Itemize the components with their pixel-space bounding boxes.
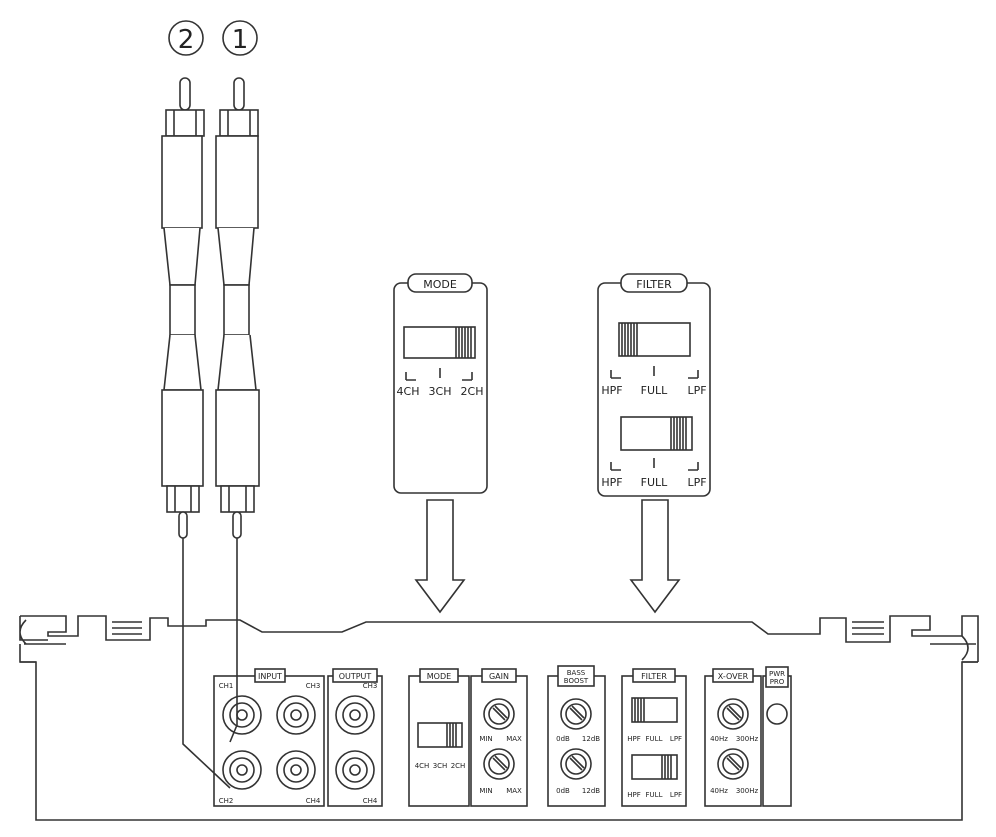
xover-min-upper: 40Hz xyxy=(710,735,728,743)
filter-panel-slider-upper xyxy=(631,697,678,723)
filter-panel-lpf-lower: LPF xyxy=(670,791,682,799)
bass-boost-min-upper: 0dB xyxy=(556,735,570,743)
bass-boost-knob-lower xyxy=(560,748,592,780)
xover-max-upper: 300Hz xyxy=(736,735,759,743)
filter-slider-lower xyxy=(620,416,693,451)
mode-section: MODE 4CH 3CH 2CH xyxy=(408,668,470,807)
bass-boost-knob-upper xyxy=(560,698,592,730)
mode-panel-pos-2ch: 2CH xyxy=(451,762,466,770)
gain-label: GAIN xyxy=(489,672,509,681)
xover-section: X-OVER 40Hz 300Hz 40Hz 300Hz xyxy=(704,668,762,807)
bass-boost-label-1: BASS xyxy=(567,669,586,677)
callout-1-label: 1 xyxy=(232,25,249,55)
callout-circle-2 xyxy=(168,20,204,56)
filter-detail-pos-hpf-2: HPF xyxy=(601,476,622,489)
xover-knob-lower xyxy=(717,748,749,780)
mode-detail-pos-3ch: 3CH xyxy=(429,385,452,398)
input-ch4-label: CH4 xyxy=(306,797,321,805)
filter-panel-lpf-upper: LPF xyxy=(670,735,682,743)
mode-detail-title-box xyxy=(407,273,473,293)
filter-detail-title-box xyxy=(620,273,688,293)
input-jack-ch1 xyxy=(222,695,262,735)
filter-panel-full-lower: FULL xyxy=(646,791,663,799)
mode-detail-pos-4ch: 4CH xyxy=(397,385,420,398)
rca-plug-2: 2 xyxy=(161,20,205,539)
input-jack-ch3 xyxy=(276,695,316,735)
pwr-pro-section: PWR PRO xyxy=(762,666,792,807)
filter-detail-pos-hpf: HPF xyxy=(601,384,622,397)
gain-knob-lower xyxy=(483,748,515,780)
pwr-pro-led-icon xyxy=(766,703,788,725)
gain-min-lower: MIN xyxy=(479,787,492,795)
filter-panel-hpf-lower: HPF xyxy=(627,791,641,799)
amplifier-body xyxy=(19,615,979,821)
wire-plug-1 xyxy=(229,538,238,743)
mode-panel-pos-4ch: 4CH xyxy=(415,762,430,770)
mode-slider xyxy=(403,326,476,359)
pwr-pro-label-1: PWR xyxy=(769,670,785,678)
pwr-pro-label-2: PRO xyxy=(770,678,785,686)
input-jack-ch2 xyxy=(222,750,262,790)
filter-label: FILTER xyxy=(641,672,667,681)
bass-boost-label-2: BOOST xyxy=(564,677,589,685)
filter-detail-pos-lpf: LPF xyxy=(687,384,706,397)
callout-circle-1 xyxy=(222,20,258,56)
mode-panel-slider xyxy=(417,722,463,748)
mode-switch-detail: MODE 4CH 3CH 2CH xyxy=(393,273,488,614)
mode-detail-title: MODE xyxy=(423,278,457,291)
input-ch1-label: CH1 xyxy=(219,682,234,690)
filter-detail-pos-full-2: FULL xyxy=(641,476,669,489)
bass-boost-max-upper: 12dB xyxy=(582,735,600,743)
wire-plug-2 xyxy=(182,538,231,789)
output-label: OUTPUT xyxy=(339,672,372,681)
gain-knob-upper xyxy=(483,698,515,730)
gain-max-upper: MAX xyxy=(506,735,522,743)
filter-detail-pos-lpf-2: LPF xyxy=(687,476,706,489)
gain-max-lower: MAX xyxy=(506,787,522,795)
bass-boost-min-lower: 0dB xyxy=(556,787,570,795)
filter-section: FILTER HPF FULL LPF HPF FULL LPF xyxy=(621,668,687,807)
gain-section: GAIN MIN MAX MIN MAX xyxy=(470,668,528,807)
bass-boost-section: BASS BOOST 0dB 12dB 0dB 12dB xyxy=(547,665,606,807)
xover-min-lower: 40Hz xyxy=(710,787,728,795)
gain-min-upper: MIN xyxy=(479,735,492,743)
xover-label: X-OVER xyxy=(718,672,749,681)
mode-detail-pos-2ch: 2CH xyxy=(461,385,484,398)
filter-panel-full-upper: FULL xyxy=(646,735,663,743)
filter-panel-slider-lower xyxy=(631,754,678,780)
callout-2-label: 2 xyxy=(178,25,195,55)
input-ch3-label: CH3 xyxy=(306,682,321,690)
input-section: INPUT CH1 CH3 CH2 CH4 xyxy=(213,668,325,807)
output-ch4-label: CH4 xyxy=(363,797,378,805)
output-section: OUTPUT CH3 CH4 xyxy=(327,668,383,807)
output-jack-ch4 xyxy=(335,750,375,790)
input-label: INPUT xyxy=(258,672,282,681)
filter-detail-pos-full: FULL xyxy=(641,384,669,397)
input-jack-ch4 xyxy=(276,750,316,790)
mode-arrow-icon xyxy=(414,499,466,614)
filter-switch-detail: FILTER HPF FULL LPF HPF FULL LPF xyxy=(597,273,711,614)
output-ch3-label: CH3 xyxy=(363,682,378,690)
xover-knob-upper xyxy=(717,698,749,730)
filter-slider-upper xyxy=(618,322,691,357)
bass-boost-max-lower: 12dB xyxy=(582,787,600,795)
mode-panel-pos-3ch: 3CH xyxy=(433,762,448,770)
filter-arrow-icon xyxy=(629,499,681,614)
filter-panel-hpf-upper: HPF xyxy=(627,735,641,743)
filter-detail-title: FILTER xyxy=(636,278,672,291)
input-ch2-label: CH2 xyxy=(219,797,234,805)
mode-label: MODE xyxy=(427,672,451,681)
rca-plug-1: 1 xyxy=(215,20,260,539)
xover-max-lower: 300Hz xyxy=(736,787,759,795)
output-jack-ch3 xyxy=(335,695,375,735)
